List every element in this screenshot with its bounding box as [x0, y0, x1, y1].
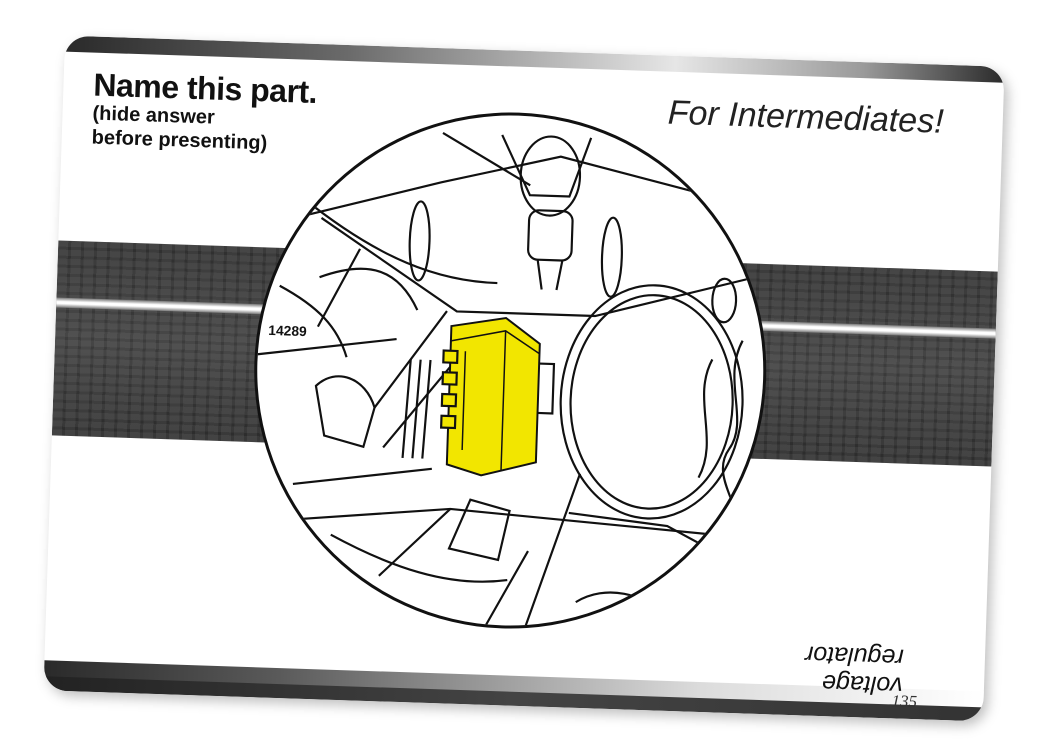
- answer-line-2: regulator: [804, 640, 905, 672]
- trivia-card: Name this part. (hide answer before pres…: [43, 35, 1005, 722]
- engine-diagram: 14289: [252, 132, 775, 627]
- answer-upside-down: voltage regulator: [804, 640, 905, 700]
- page-number: 135: [891, 691, 918, 712]
- diagram-circle: 14289: [245, 104, 775, 637]
- question-subtitle-2: before presenting): [91, 126, 268, 155]
- diagram-callout-label: 14289: [268, 322, 307, 339]
- difficulty-label: For Intermediates!: [667, 93, 945, 141]
- question-block: Name this part. (hide answer before pres…: [91, 66, 318, 156]
- question-title: Name this part.: [92, 66, 318, 110]
- answer-line-1: voltage: [821, 669, 904, 700]
